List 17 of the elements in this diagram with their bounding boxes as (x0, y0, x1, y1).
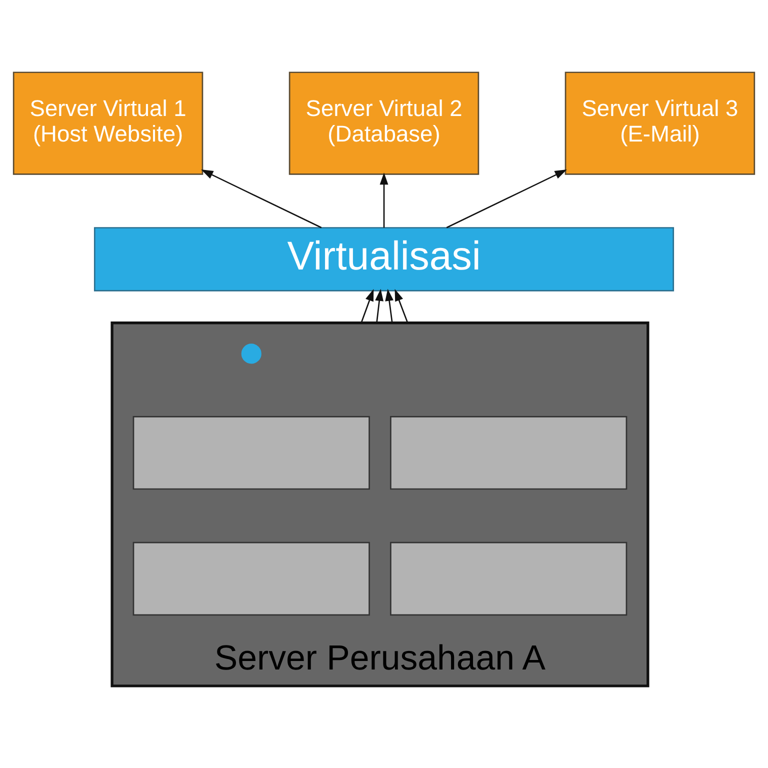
node-box: Server Virtual 3 (E-Mail) (564, 71, 756, 174)
node-box: Server Virtual 1 (Host Website) (12, 71, 204, 174)
node-circle (241, 343, 262, 364)
node-box (132, 541, 370, 616)
arrow (380, 172, 388, 228)
node-box (132, 415, 370, 490)
arrow (375, 288, 384, 322)
node-box: Server Virtual 2 (Database) (288, 71, 480, 174)
arrow (446, 169, 567, 228)
arrow (385, 288, 394, 322)
node-box (390, 415, 628, 490)
arrow (201, 169, 322, 228)
cluster: Server Perusahaan A (110, 321, 650, 687)
node-box: Virtualisasi (94, 226, 674, 291)
arrow (394, 288, 408, 323)
arrow (360, 288, 374, 323)
node-box (390, 541, 628, 616)
